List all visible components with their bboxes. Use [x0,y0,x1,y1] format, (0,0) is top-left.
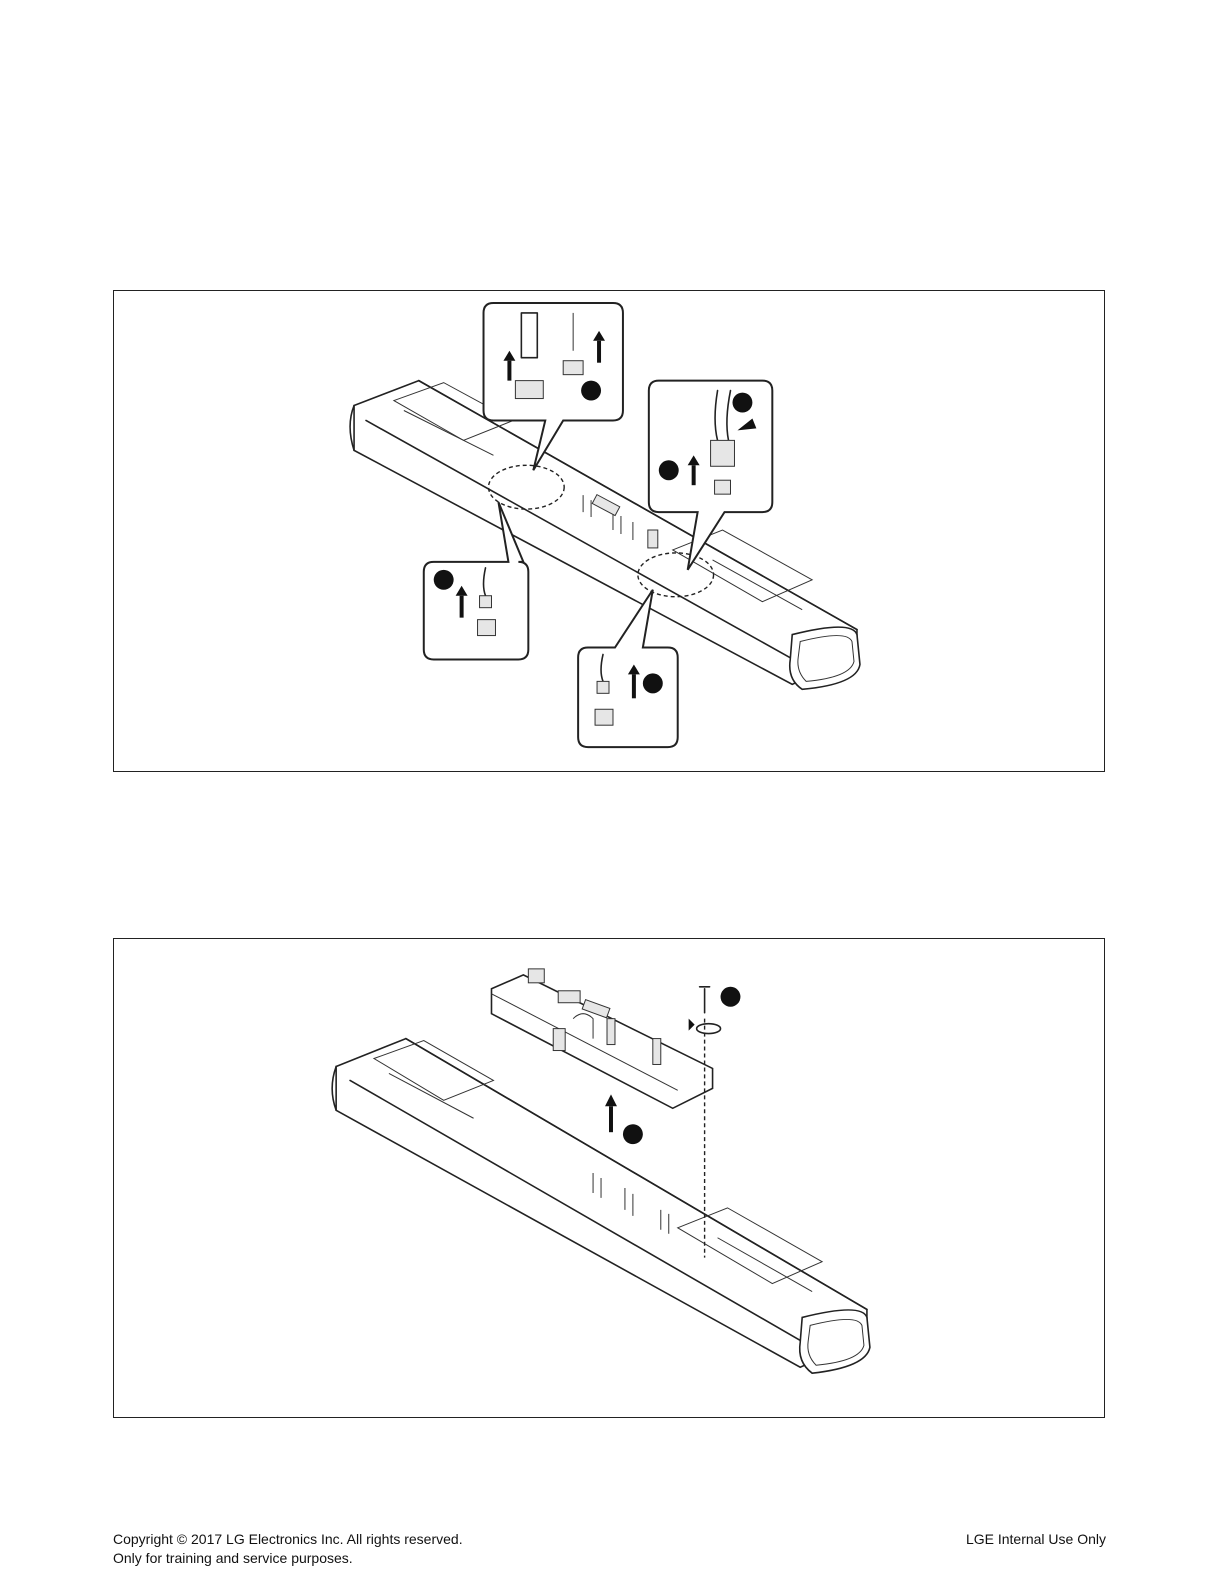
figure-disconnect-connectors [113,290,1105,772]
purpose-text: Only for training and service purposes. [113,1549,463,1568]
copyright-text: Copyright © 2017 LG Electronics Inc. All… [113,1530,463,1549]
step-marker [623,1124,643,1144]
internal-use-notice: LGE Internal Use Only [966,1530,1106,1549]
footer-right: LGE Internal Use Only [966,1530,1106,1549]
figure-remove-board [113,938,1105,1418]
step-marker [659,460,679,480]
soundbar-body [332,1039,870,1374]
soundbar-disconnect-illustration [114,291,1104,771]
step-marker [434,570,454,590]
footer-left: Copyright © 2017 LG Electronics Inc. All… [113,1530,463,1568]
step-marker [643,673,663,693]
step-marker [721,987,741,1007]
main-board [491,969,712,1108]
lift-arrow [605,1094,643,1144]
soundbar-board-removal-illustration [114,939,1104,1417]
step-marker [581,381,601,401]
step-marker [732,393,752,413]
